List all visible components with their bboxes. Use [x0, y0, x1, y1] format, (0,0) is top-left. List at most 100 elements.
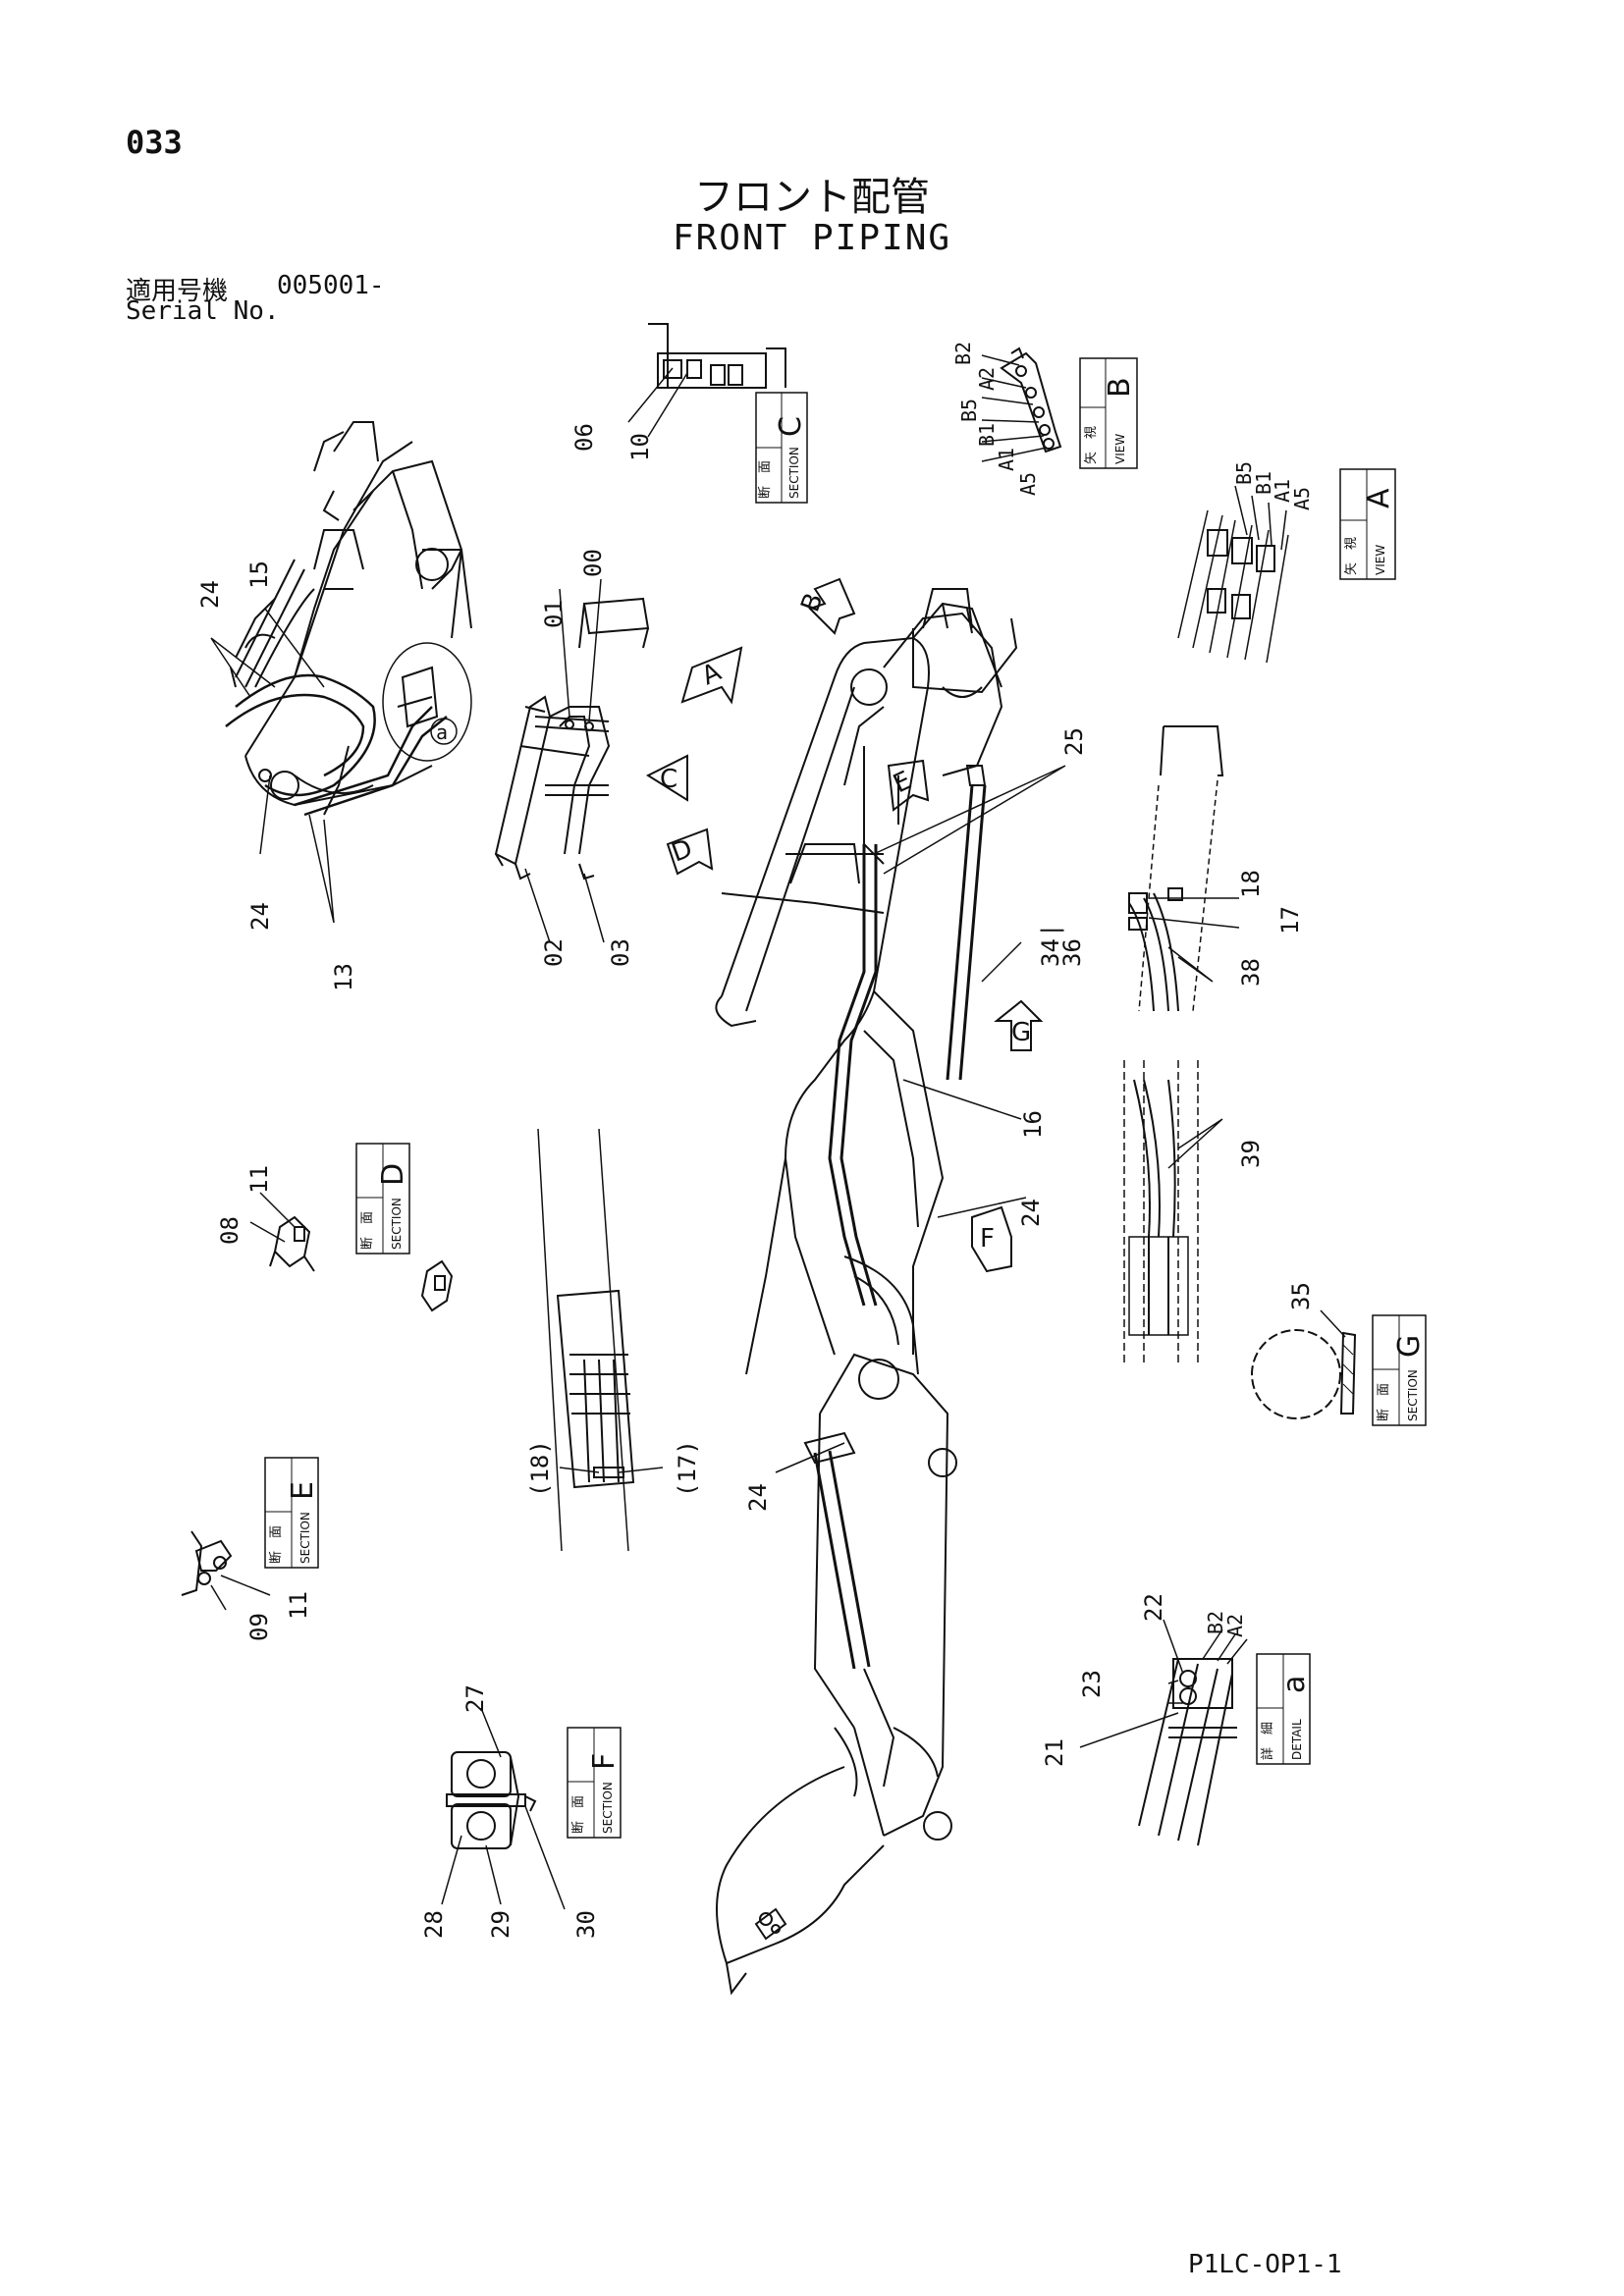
pipe-detail-39	[1123, 1060, 1223, 1364]
part-label-10: 10	[626, 433, 654, 461]
port-label-b1: B1	[975, 423, 999, 447]
part-label-24: 24	[196, 580, 224, 609]
boom-arm-assembly	[715, 588, 1018, 1996]
port-label-a1: A1	[995, 448, 1018, 471]
part-label-35: 35	[1287, 1282, 1315, 1310]
part-label-08: 08	[216, 1216, 244, 1245]
part-label-34: 34	[1037, 938, 1064, 967]
svg-text:SECTION: SECTION	[390, 1198, 404, 1250]
svg-text:G: G	[1392, 1335, 1427, 1358]
view-arrow-c-label: C	[660, 765, 677, 794]
port-label-b2: B2	[1204, 1611, 1227, 1634]
svg-text:SECTION: SECTION	[298, 1512, 312, 1564]
svg-text:SECTION: SECTION	[1406, 1369, 1420, 1421]
part-label-11: 11	[285, 1591, 312, 1620]
center-pipe-17-18	[537, 1128, 664, 1552]
svg-text:E: E	[286, 1481, 320, 1500]
part-label-13: 13	[330, 963, 357, 991]
svg-text:断 面: 断 面	[269, 1525, 284, 1564]
center-pipe-detail	[494, 578, 650, 943]
svg-text:F: F	[587, 1753, 622, 1770]
part-label-17-ref: (17)	[674, 1440, 701, 1497]
view-arrow-f-label: F	[980, 1224, 995, 1254]
port-label-a5: A5	[1290, 487, 1314, 510]
serial-label: Serial No.	[126, 296, 280, 326]
port-label-b1: B1	[1252, 471, 1275, 495]
right-pipe-detail	[1128, 725, 1240, 1012]
part-label-39: 39	[1237, 1140, 1265, 1168]
view-a-drawing	[1177, 485, 1289, 664]
svg-text:B: B	[1103, 377, 1137, 398]
part-label-27: 27	[461, 1684, 489, 1713]
view-arrow-g-label: G	[1011, 1018, 1031, 1047]
part-label-38: 38	[1237, 958, 1265, 987]
part-label-24: 24	[246, 902, 274, 931]
view-arrow-e	[887, 759, 930, 812]
svg-text:VIEW: VIEW	[1113, 434, 1127, 464]
part-label-03: 03	[607, 938, 634, 967]
part-label-21: 21	[1041, 1738, 1068, 1767]
section-g-drawing	[1251, 1309, 1357, 1419]
part-label-06: 06	[570, 423, 598, 452]
page-number: 033	[126, 124, 183, 161]
port-label-a5: A5	[1016, 472, 1040, 496]
part-label-28: 28	[420, 1910, 448, 1939]
section-c-drawing	[627, 323, 786, 438]
part-label-02: 02	[540, 938, 568, 967]
drawing-code: P1LC-OP1-1	[1188, 2250, 1342, 2279]
svg-text:DETAIL: DETAIL	[1290, 1719, 1304, 1760]
view-b-drawing	[981, 347, 1062, 462]
section-c-tag: 断 面 SECTION C	[755, 392, 808, 504]
svg-text:断 面: 断 面	[1377, 1383, 1391, 1421]
section-f-drawing	[441, 1707, 566, 1910]
part-label-11: 11	[245, 1165, 273, 1194]
part-label-18: 18	[1237, 870, 1265, 898]
part-label-01: 01	[540, 600, 568, 628]
part-label-29: 29	[487, 1910, 514, 1939]
svg-text:断 面: 断 面	[758, 460, 773, 499]
part-label-36: 36	[1058, 938, 1086, 967]
part-label-23: 23	[1078, 1670, 1106, 1698]
detail-marker-a: a	[436, 721, 448, 744]
detail-a-drawing	[1079, 1619, 1248, 1846]
port-label-a1: A1	[1271, 479, 1294, 503]
page-title-japanese: フロント配管	[694, 175, 930, 220]
part-label-00: 00	[579, 549, 607, 577]
part-label-16: 16	[1019, 1110, 1047, 1139]
svg-text:詳 細: 詳 細	[1260, 1722, 1275, 1760]
view-arrow-g	[994, 999, 1044, 1051]
part-label-09: 09	[245, 1613, 273, 1641]
view-arrow-f	[971, 1205, 1012, 1273]
part-label-24: 24	[1017, 1199, 1045, 1227]
view-arrow-d-label: D	[668, 834, 696, 869]
part-label-30: 30	[572, 1910, 600, 1939]
port-label-b5: B5	[957, 399, 981, 422]
svg-text:矢 視: 矢 視	[1344, 537, 1359, 575]
port-label-b2: B2	[951, 342, 975, 365]
svg-text:矢 視: 矢 視	[1084, 426, 1099, 464]
view-arrow-c	[645, 754, 688, 802]
detail-a-tag: 詳 細 DETAIL a	[1256, 1653, 1312, 1765]
view-arrow-a	[680, 646, 743, 705]
section-d-drawing	[249, 1192, 454, 1312]
main-leaders	[775, 765, 1066, 1473]
part-label-15: 15	[245, 561, 273, 589]
svg-text:C: C	[774, 416, 808, 437]
view-b-tag: 矢 視 VIEW B	[1079, 357, 1138, 469]
svg-text:VIEW: VIEW	[1374, 545, 1387, 575]
port-label-a2: A2	[975, 367, 999, 391]
svg-text:D: D	[376, 1163, 410, 1186]
boom-foot-detail	[210, 421, 472, 924]
port-label-b5: B5	[1232, 461, 1256, 485]
section-e-drawing	[181, 1530, 271, 1611]
section-g-tag: 断 面 SECTION G	[1372, 1314, 1427, 1426]
svg-text:SECTION: SECTION	[601, 1782, 615, 1834]
part-label-22: 22	[1140, 1593, 1167, 1622]
svg-text:SECTION: SECTION	[787, 447, 801, 499]
page-title: FRONT PIPING	[672, 218, 952, 258]
view-arrow-b-label: B	[795, 589, 829, 615]
part-label-24: 24	[744, 1483, 772, 1512]
section-d-tag: 断 面 SECTION D	[355, 1143, 410, 1255]
view-arrow-d	[666, 828, 714, 876]
